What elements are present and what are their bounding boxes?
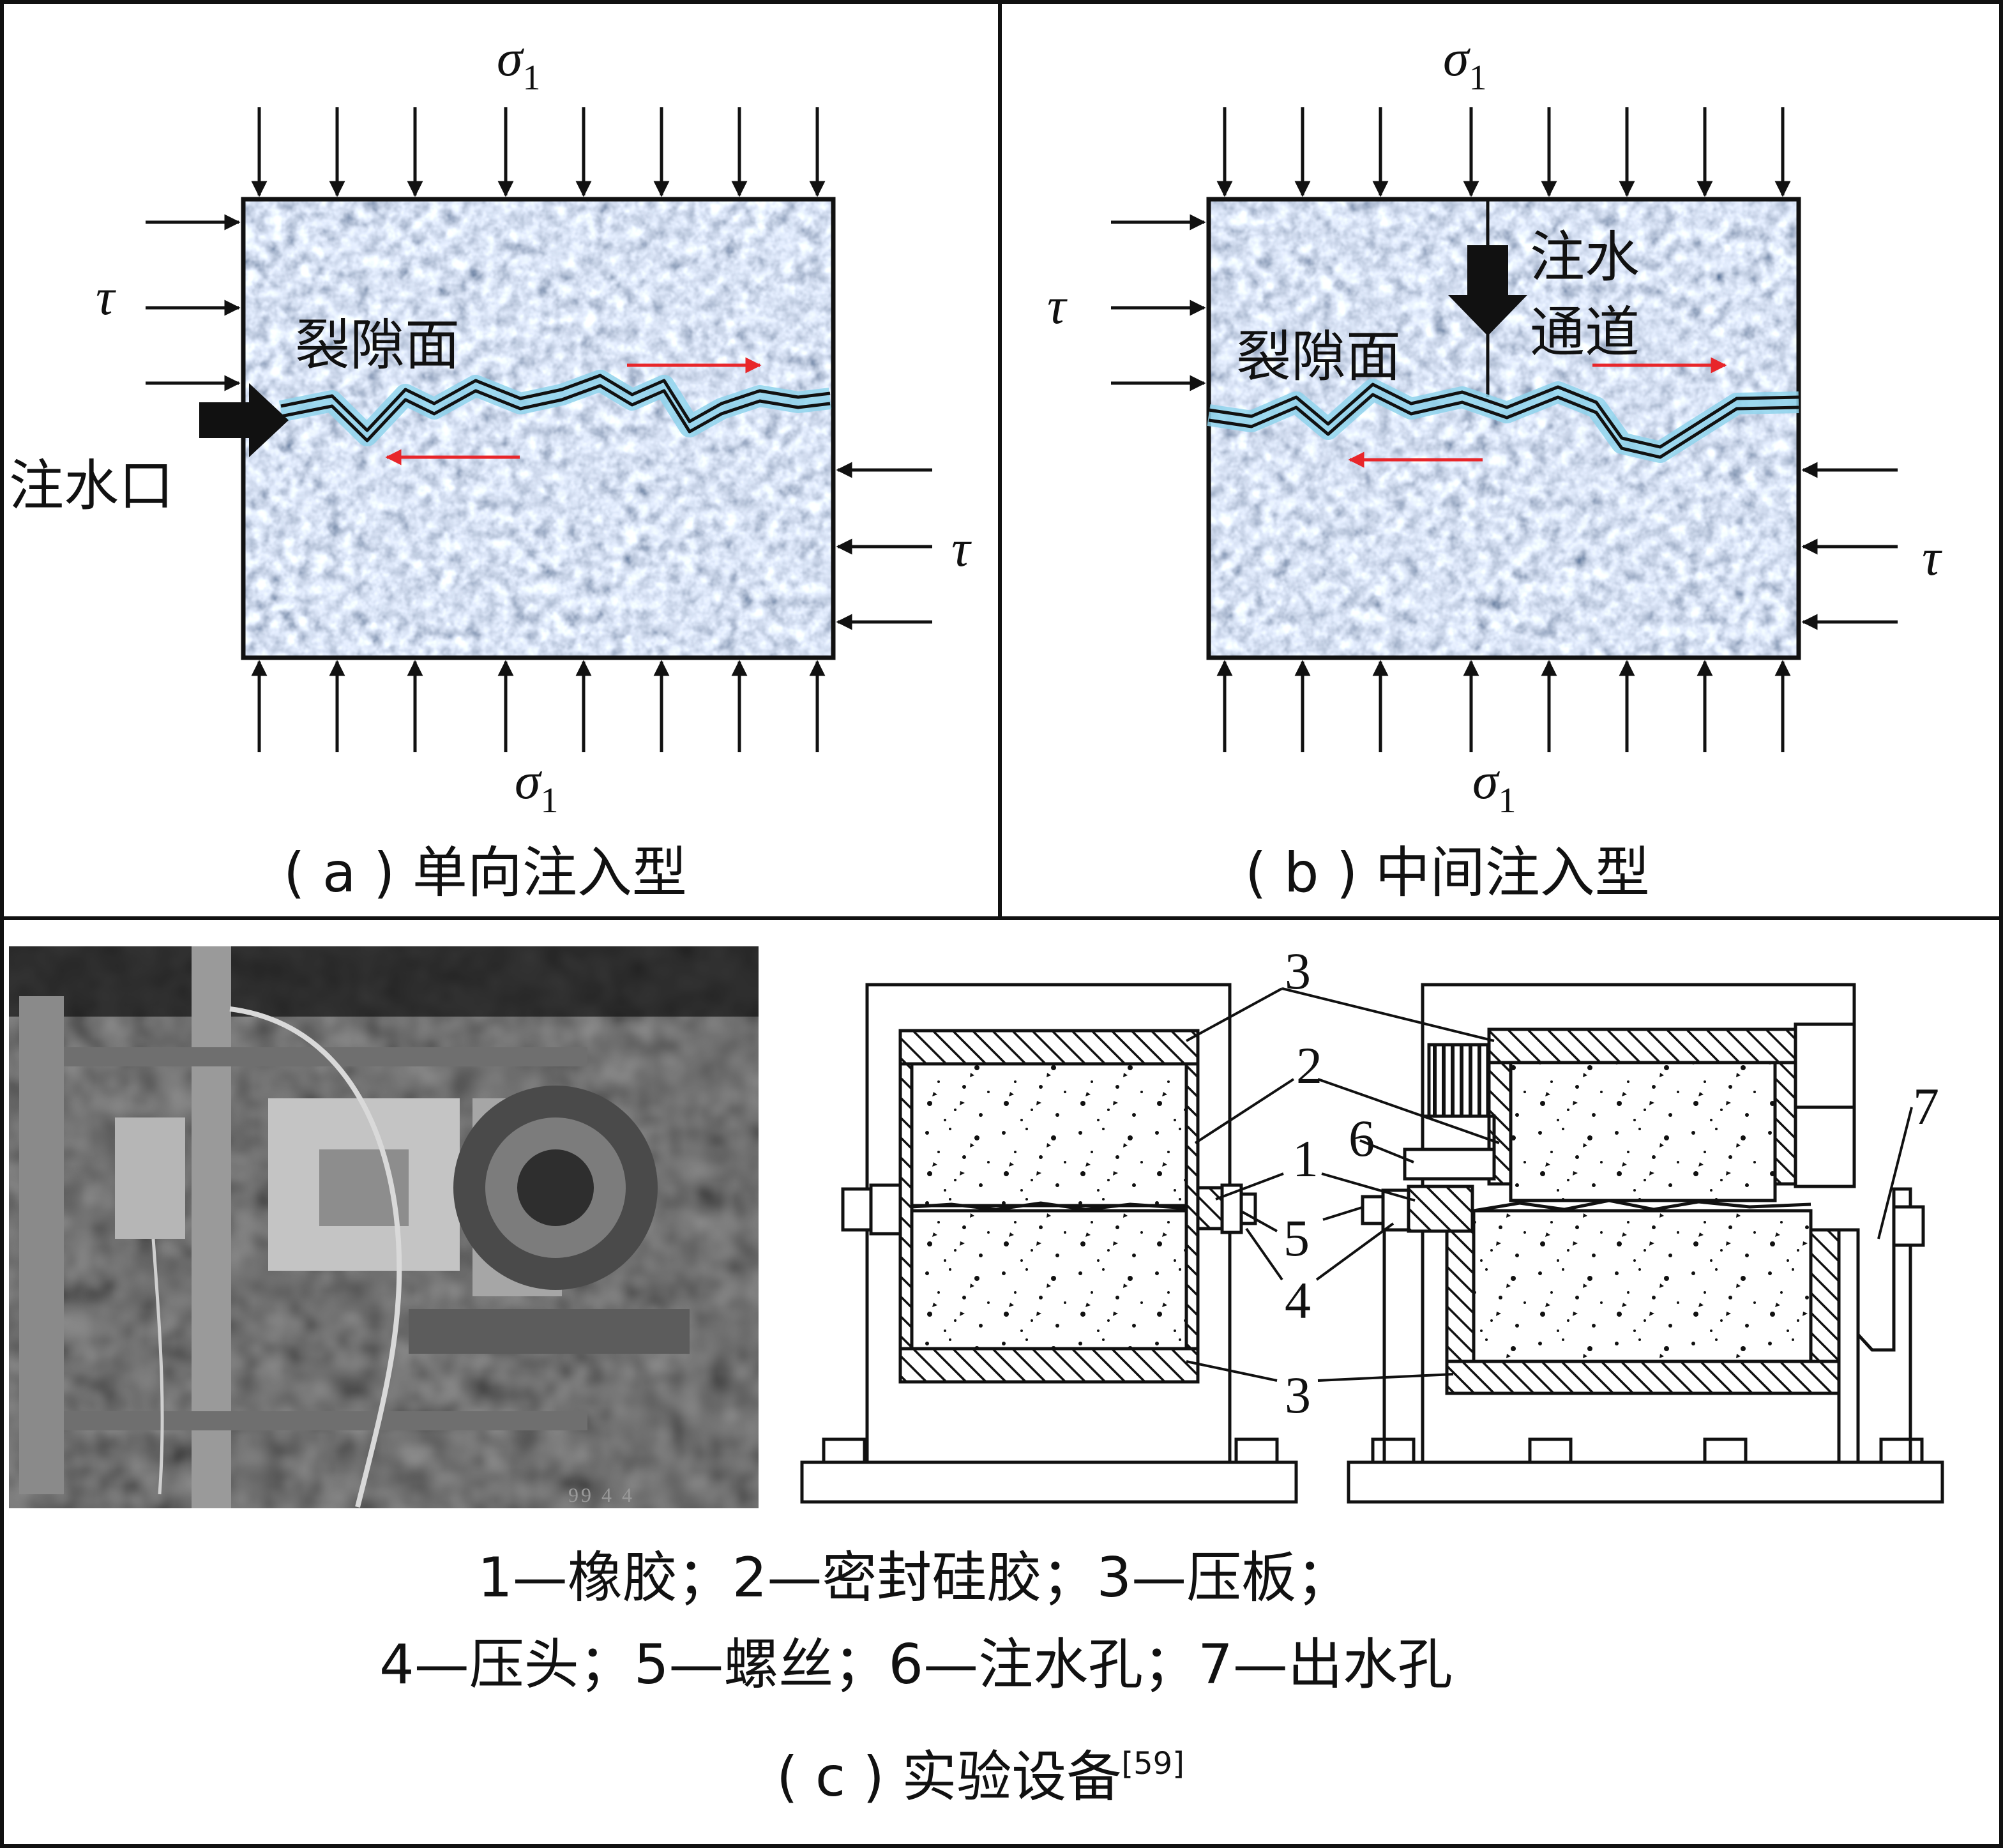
shear-direction-arrows-b (1348, 357, 1727, 468)
panel-a: σ1 σ1 τ τ 裂隙面 注水口 ( a ) 单向注入型 (9, 29, 972, 905)
caption-b: ( b ) 中间注入型 (1245, 841, 1650, 905)
callout-1: 1 (1292, 1130, 1319, 1188)
seal-spring (1427, 1043, 1490, 1118)
legend-line-2: 4—压头；5—螺丝；6—注水孔；7—出水孔 (379, 1633, 1453, 1697)
fracture-label-b: 裂隙面 (1236, 325, 1401, 389)
channel-label-b-line1: 注水 (1530, 225, 1640, 289)
photo-date-stamp: 99 4 4 (568, 1483, 635, 1506)
platen-right-top (1487, 1027, 1797, 1064)
shear-load-arrows-a (146, 214, 932, 630)
tau-right-label-a: τ (951, 519, 972, 577)
apparatus-schematic (800, 983, 1944, 1504)
panel-c: 99 4 4 (9, 942, 1944, 1809)
tau-right-label-b: τ (1922, 528, 1942, 586)
platen-left-bottom (898, 1347, 1200, 1384)
sigma-top-label-b: σ1 (1443, 29, 1486, 98)
base-plate-left (800, 1460, 1298, 1504)
shear-load-arrows-b (1111, 214, 1898, 630)
callout-3-top: 3 (1285, 942, 1311, 1000)
callout-5: 5 (1283, 1209, 1310, 1267)
fracture-line-b (1207, 379, 1799, 463)
injection-inlet-arrow (199, 383, 289, 457)
specimen-left-upper (910, 1062, 1188, 1208)
callout-6: 6 (1349, 1109, 1375, 1167)
tau-left-label-b: τ (1047, 276, 1068, 335)
specimen-left-lower (910, 1209, 1188, 1351)
legend-line-1: 1—橡胶；2—密封硅胶；3—压板； (478, 1546, 1351, 1610)
sigma-top-label-a: σ1 (497, 29, 540, 98)
callout-2: 2 (1296, 1036, 1322, 1094)
panel-b: σ1 σ1 τ τ 裂隙面 注水 通道 ( b ) 中间注入型 (1047, 29, 1942, 905)
normal-load-arrows-a (251, 107, 826, 752)
caption-c: ( c ) 实验设备[59] (776, 1745, 1184, 1809)
channel-label-b-line2: 通道 (1530, 301, 1640, 365)
tau-left-label-a: τ (96, 268, 116, 326)
inlet-label-a: 注水口 (9, 454, 174, 518)
fracture-label-a: 裂隙面 (295, 314, 460, 377)
callout-4: 4 (1285, 1271, 1311, 1329)
sigma-bottom-label-b: σ1 (1472, 752, 1516, 821)
platen-left-top (898, 1029, 1200, 1066)
sigma-bottom-label-a: σ1 (515, 752, 558, 821)
specimen-right-lower (1472, 1209, 1813, 1363)
callout-7: 7 (1913, 1077, 1939, 1135)
rock-specimen-a (243, 199, 833, 658)
callout-leaders (1186, 987, 1913, 1382)
specimen-right-upper (1509, 1061, 1777, 1202)
fracture-line-a (278, 370, 832, 446)
caption-a: ( a ) 单向注入型 (283, 841, 687, 905)
callout-3-bottom: 3 (1285, 1366, 1311, 1424)
base-plate-right (1347, 1460, 1944, 1504)
platen-right-bottom (1445, 1359, 1841, 1395)
shear-direction-arrows-a (385, 357, 762, 466)
normal-load-arrows-b (1216, 107, 1791, 752)
injection-channel-arrow (1448, 245, 1527, 336)
apparatus-photo: 99 4 4 (9, 946, 759, 1508)
